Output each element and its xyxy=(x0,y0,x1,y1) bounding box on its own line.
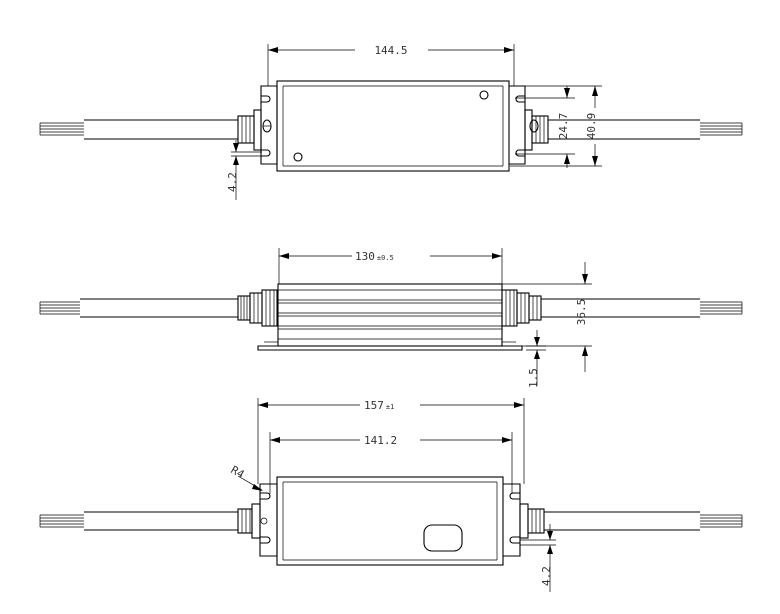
side-right-gland xyxy=(501,289,542,327)
top-left-gland xyxy=(237,109,262,151)
bottom-left-cable xyxy=(39,511,238,531)
dim-top-length-label: 144.5 xyxy=(374,44,407,57)
dim-side-length-value: 130 xyxy=(355,250,375,263)
dim-side-base: 1.5 xyxy=(526,330,546,388)
dim-top-mount-width: 24.7 xyxy=(515,86,575,168)
dim-top-overall-width-label: 40.9 xyxy=(585,113,598,140)
dim-bottom-overall-length-value: 157 xyxy=(364,399,384,412)
top-right-cable xyxy=(548,119,743,140)
top-body xyxy=(276,80,510,172)
top-right-gland xyxy=(524,109,549,151)
label-window xyxy=(423,524,463,552)
dim-top-mount-width-label: 24.7 xyxy=(557,113,570,140)
dim-bottom-overall-length-tolerance: ±1 xyxy=(386,403,394,411)
bottom-left-gland xyxy=(237,503,261,539)
bottom-right-gland xyxy=(519,503,545,539)
dim-bottom-overall-length: 157±1 xyxy=(257,398,525,484)
bottom-right-flange xyxy=(503,483,521,557)
dim-top-length: 144.5 xyxy=(267,44,515,86)
side-view: 130±0.5 36.5 1.5 xyxy=(39,248,743,388)
top-left-cable xyxy=(39,119,238,140)
side-body xyxy=(257,283,523,351)
dim-side-base-label: 1.5 xyxy=(527,368,540,388)
dim-top-hole-label: 4.2 xyxy=(226,172,239,192)
dim-bottom-radius-label: R4 xyxy=(229,463,247,481)
bottom-left-flange xyxy=(259,483,278,557)
dim-bottom-hole-label: 4.2 xyxy=(540,566,553,586)
top-left-flange xyxy=(260,85,278,165)
dim-side-length: 130±0.5 xyxy=(278,248,503,284)
dim-side-height-label: 36.5 xyxy=(575,299,588,326)
dim-bottom-hole-pitch-label: 141.2 xyxy=(364,434,397,447)
dim-side-length-tolerance: ±0.5 xyxy=(377,254,394,262)
dim-top-overall-width: 40.9 xyxy=(510,85,602,167)
dim-bottom-radius: R4 xyxy=(229,463,263,491)
dim-bottom-overall-length-label: 157±1 xyxy=(364,399,394,412)
side-left-cable xyxy=(39,298,238,318)
side-right-cable xyxy=(541,298,743,318)
side-left-gland xyxy=(237,289,278,327)
dim-top-hole: 4.2 xyxy=(226,140,262,200)
dim-side-length-label: 130±0.5 xyxy=(355,250,394,263)
top-view: 144.5 24.7 40.9 xyxy=(39,44,743,200)
bottom-body xyxy=(276,476,504,566)
dim-bottom-hole: 4.2 xyxy=(520,524,556,592)
dim-bottom-hole-pitch: 141.2 xyxy=(269,432,513,494)
bottom-right-cable xyxy=(544,511,743,531)
bottom-view: 157±1 141.2 R4 4.2 xyxy=(39,398,743,592)
